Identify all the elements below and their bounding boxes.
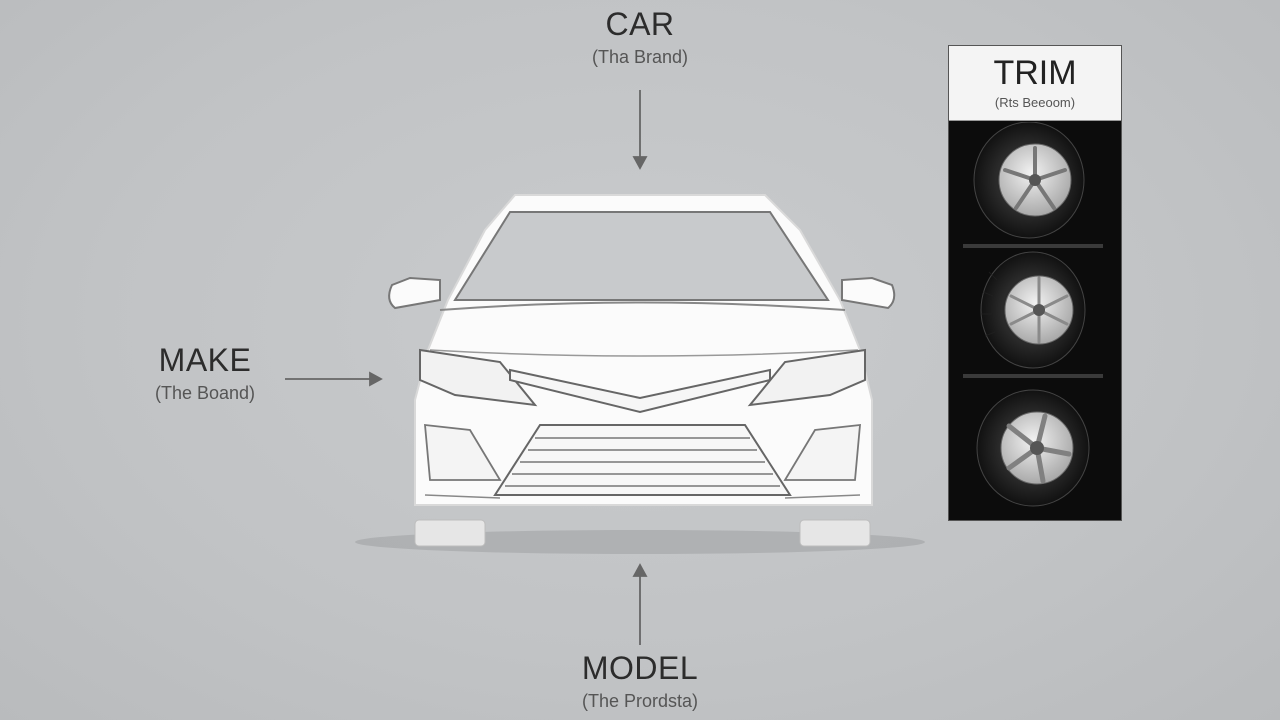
arrows xyxy=(285,90,648,645)
right-tyre-base xyxy=(799,519,871,547)
wheel-option-3[interactable] xyxy=(976,389,1090,507)
make-label: MAKE (The Boand) xyxy=(110,342,300,404)
right-headlight xyxy=(747,348,866,407)
car-arrow-head xyxy=(632,156,648,170)
trim-panel: TRIM (Rts Beeoom) xyxy=(948,45,1122,521)
right-mirror xyxy=(841,276,896,310)
model-arrow-head xyxy=(632,563,648,577)
wheel-option-1[interactable] xyxy=(963,121,1103,248)
trim-wheel-list xyxy=(949,121,1121,520)
trim-subtitle: (Rts Beeoom) xyxy=(994,95,1076,110)
bumper-lines xyxy=(424,494,861,499)
car-shadow xyxy=(355,530,925,554)
model-title: MODEL xyxy=(581,650,699,686)
wheel-option-2[interactable] xyxy=(963,251,1103,378)
left-tyre-base xyxy=(414,519,486,547)
make-subtitle: (The Boand) xyxy=(154,383,256,403)
trim-header: TRIM (Rts Beeoom) xyxy=(949,46,1121,121)
car-label: CAR (Tha Brand) xyxy=(540,6,740,68)
windshield xyxy=(453,211,830,301)
make-title: MAKE xyxy=(158,342,252,378)
left-mirror xyxy=(388,276,441,310)
make-arrow-head xyxy=(369,371,383,387)
upper-grille xyxy=(509,368,771,414)
model-label: MODEL (The Prordsta) xyxy=(520,650,760,712)
hood-lower-line xyxy=(429,349,859,357)
hood-line xyxy=(439,301,846,311)
car-subtitle: (Tha Brand) xyxy=(591,47,689,67)
left-fog-light xyxy=(424,423,502,481)
trim-title: TRIM xyxy=(993,54,1077,92)
wheels-svg xyxy=(963,121,1103,507)
left-headlight xyxy=(419,348,538,407)
lower-grille xyxy=(493,424,792,496)
car-title: CAR xyxy=(605,6,675,42)
model-subtitle: (The Prordsta) xyxy=(581,691,699,711)
right-fog-light xyxy=(783,423,861,481)
grille-slats xyxy=(505,437,780,487)
